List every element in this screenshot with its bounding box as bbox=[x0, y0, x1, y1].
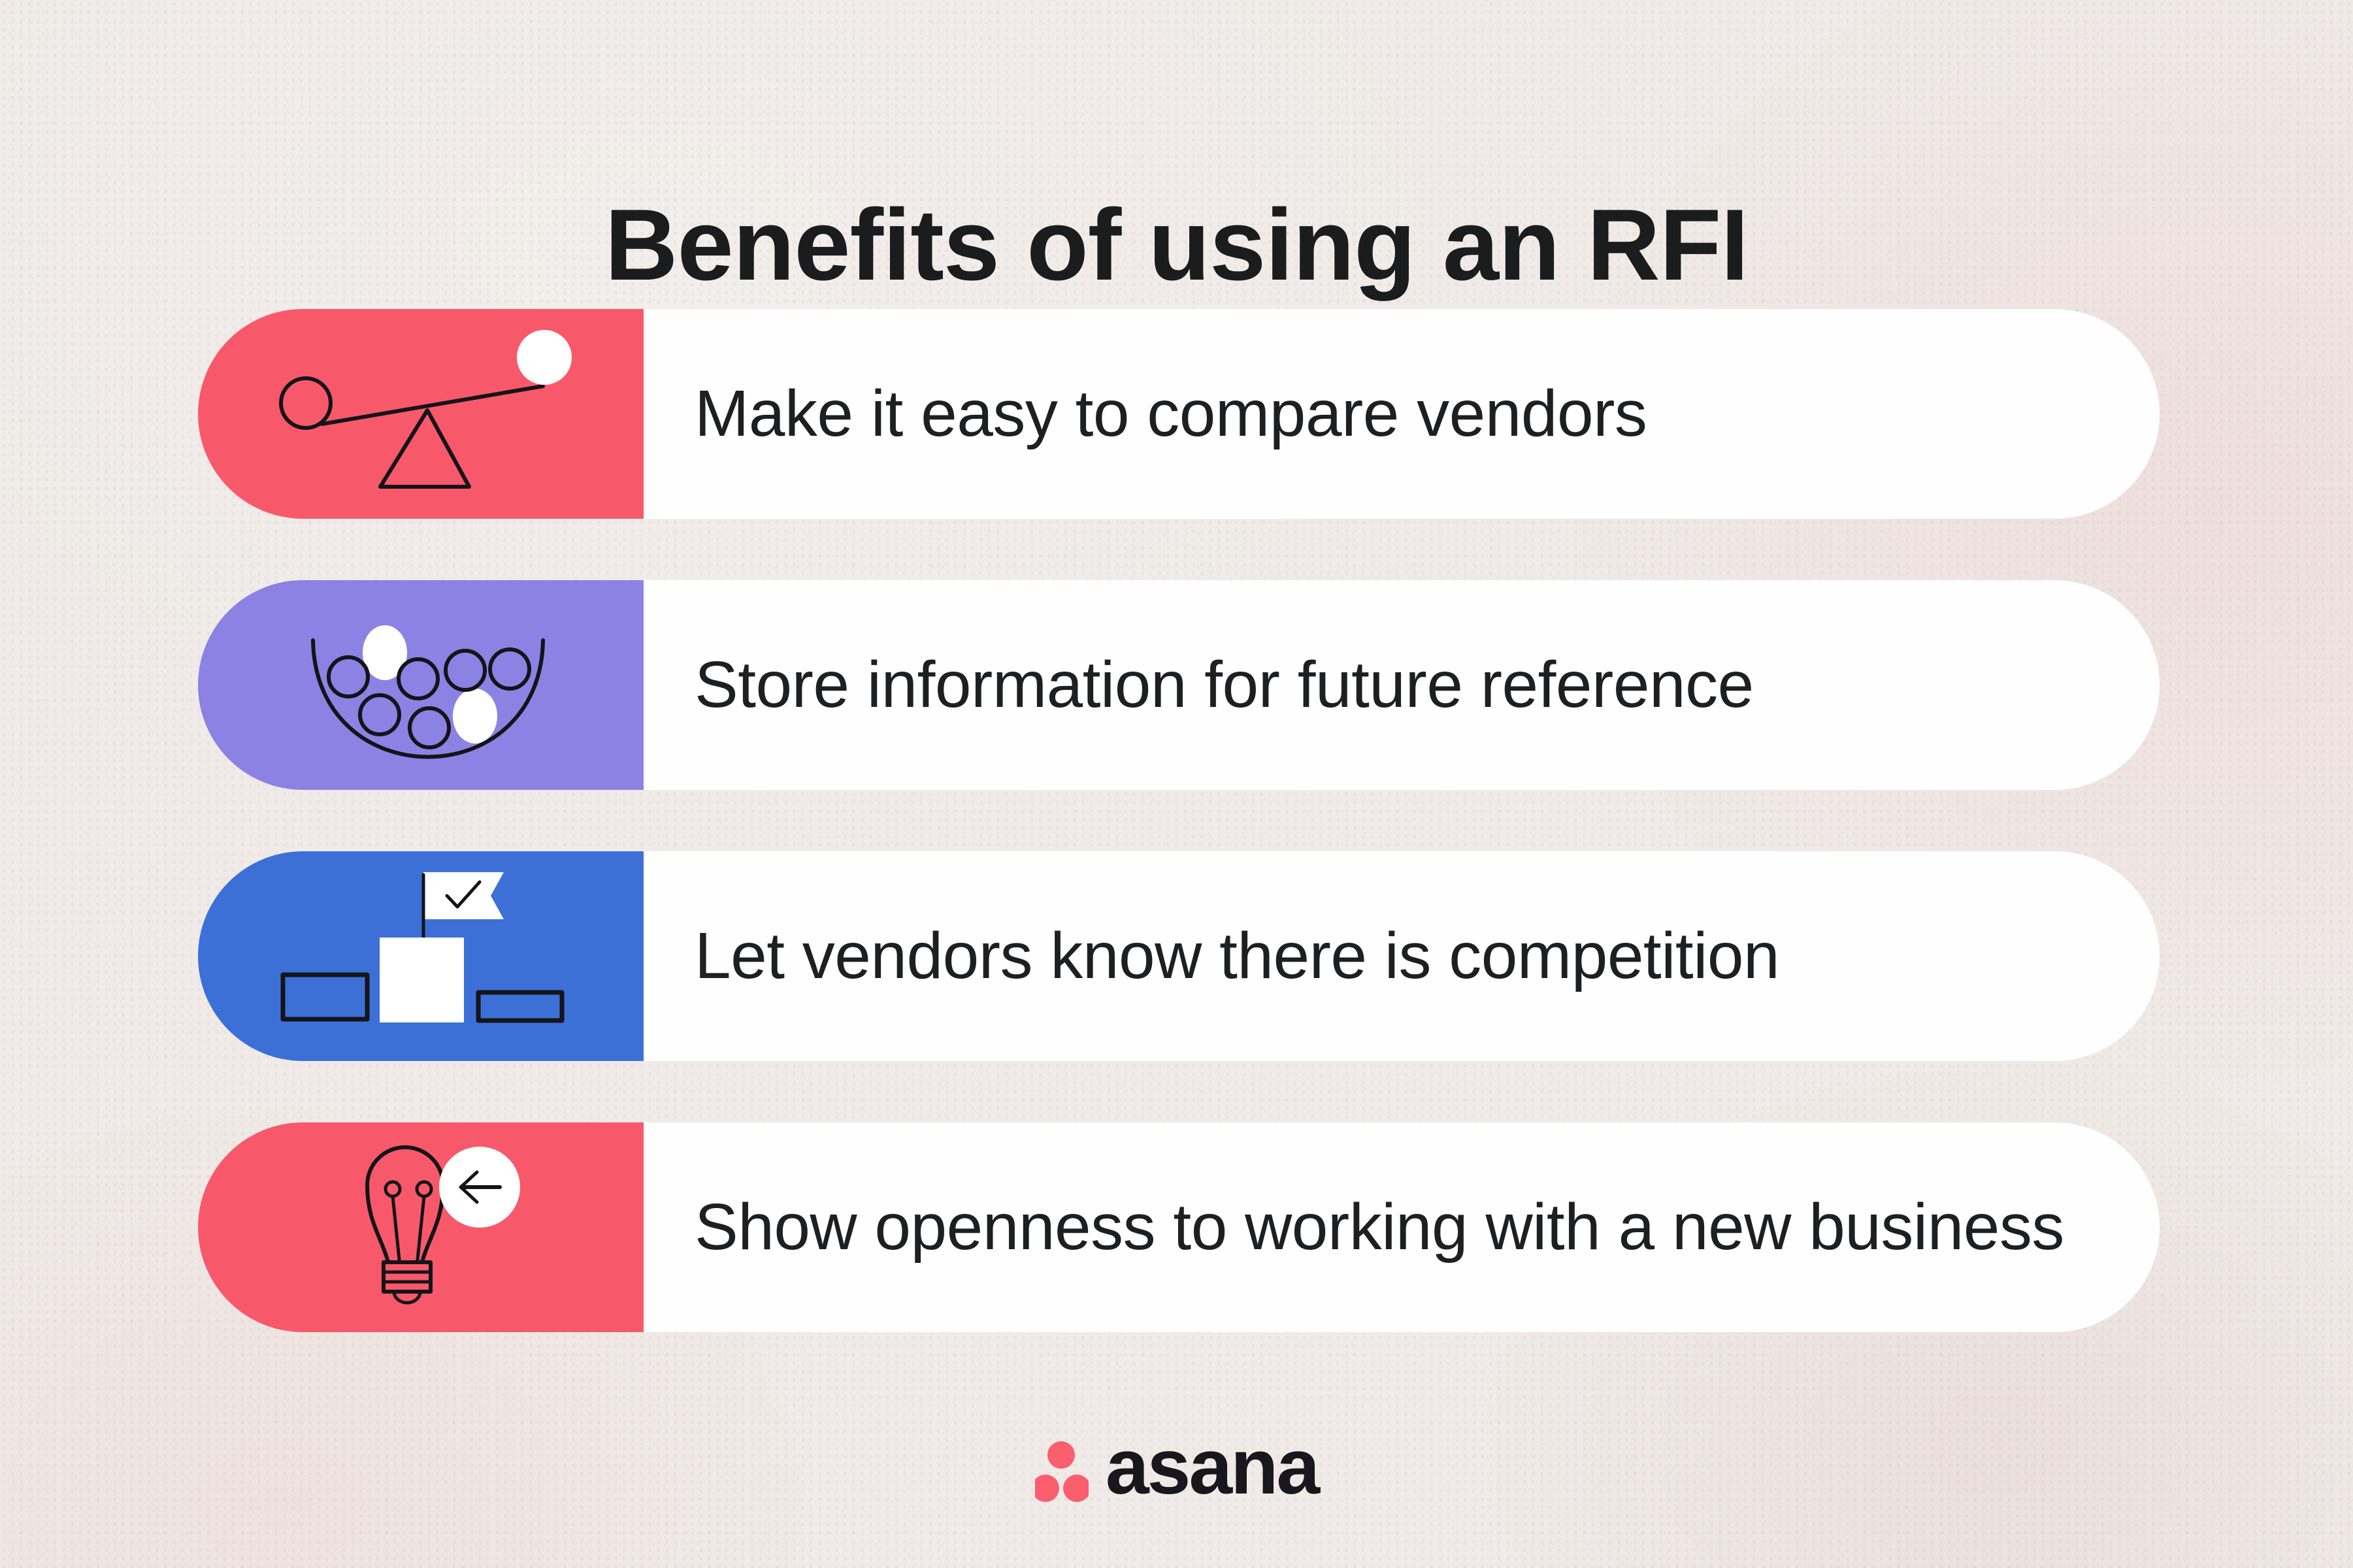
benefit-label: Let vendors know there is competition bbox=[695, 919, 1780, 992]
asana-logo-wordmark: asana bbox=[1105, 1423, 1320, 1511]
page-title: Benefits of using an RFI bbox=[604, 188, 1749, 301]
bowl-of-balls-icon bbox=[198, 580, 644, 790]
benefit-row-store-information: Store information for future reference bbox=[198, 580, 2160, 790]
asana-logo: asana bbox=[0, 1428, 2353, 1515]
benefit-label: Store information for future reference bbox=[695, 648, 1754, 721]
benefit-rows: Make it easy to compare vendors Store in… bbox=[198, 309, 2160, 1332]
benefit-row-competition: Let vendors know there is competition bbox=[198, 851, 2160, 1061]
benefit-row-openness: Show openness to working with a new busi… bbox=[198, 1122, 2160, 1332]
benefit-label: Make it easy to compare vendors bbox=[695, 377, 1647, 450]
benefit-row-compare-vendors: Make it easy to compare vendors bbox=[198, 309, 2160, 519]
podium-first-place-icon bbox=[198, 851, 644, 1061]
asana-logo-dots-icon bbox=[1034, 1441, 1089, 1502]
benefit-label: Show openness to working with a new busi… bbox=[695, 1190, 2064, 1264]
balance-scale-icon bbox=[198, 309, 644, 519]
lightbulb-idea-icon bbox=[198, 1122, 644, 1332]
